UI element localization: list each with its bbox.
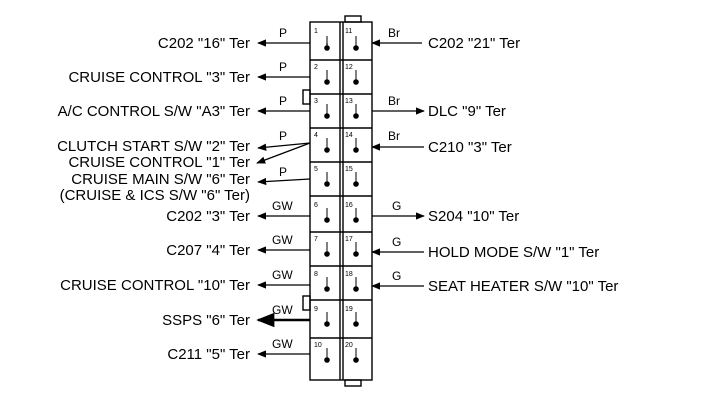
pin-number: 5 (314, 166, 318, 173)
terminal-label: CLUTCH START S/W "2" Ter (57, 138, 250, 155)
terminal-label: SSPS "6" Ter (162, 312, 250, 329)
terminal-label: A/C CONTROL S/W "A3" Ter (58, 103, 250, 120)
right-cavity: 14 (345, 132, 359, 153)
wire-color-code: Br (388, 129, 400, 143)
terminal-label: CRUISE CONTROL "10" Ter (60, 277, 250, 294)
terminal-label: CRUISE CONTROL "3" Ter (68, 69, 250, 86)
pin-number: 3 (314, 98, 318, 105)
terminal-label: C202 "3" Ter (166, 208, 250, 225)
wire-color-code: GW (272, 233, 293, 247)
wire-color-code: Br (388, 26, 400, 40)
right-cavity: 16 (345, 202, 359, 223)
right-cavity: 18 (345, 271, 359, 292)
pin-number: 20 (345, 342, 353, 349)
wire-color-code: P (279, 129, 287, 143)
terminal-label: CRUISE MAIN S/W "6" Ter (71, 171, 250, 188)
wire-color-code: GW (272, 337, 293, 351)
wire-color-code: Br (388, 94, 400, 108)
wire-color-code: GW (272, 268, 293, 282)
terminal-label: C207 "4" Ter (166, 242, 250, 259)
pin-number: 4 (314, 132, 318, 139)
terminal-label: DLC "9" Ter (428, 103, 506, 120)
wire-color-code: P (279, 60, 287, 74)
right-cavity: 12 (345, 64, 359, 85)
pin-number: 7 (314, 236, 318, 243)
pin-number: 1 (314, 28, 318, 35)
left-cavity: 6 (314, 202, 330, 223)
right-cavity: 19 (345, 306, 359, 327)
terminal-label: CRUISE CONTROL "1" Ter (68, 154, 250, 171)
terminal-label: C202 "16" Ter (158, 35, 250, 52)
terminal-label: S204 "10" Ter (428, 208, 519, 225)
pin-number: 15 (345, 166, 353, 173)
terminal-label: SEAT HEATER S/W "10" Ter (428, 278, 618, 295)
terminal-label: HOLD MODE S/W "1" Ter (428, 244, 599, 261)
wire-color-code: G (392, 199, 401, 213)
pin-number: 16 (345, 202, 353, 209)
wire-color-code: P (279, 26, 287, 40)
left-cavity: 5 (314, 166, 330, 187)
right-cavity: 20 (345, 342, 359, 363)
right-cavity: 17 (345, 236, 359, 257)
pin-number: 19 (345, 306, 353, 313)
pin-number: 18 (345, 271, 353, 278)
pin-number: 8 (314, 271, 318, 278)
terminal-label: C210 "3" Ter (428, 139, 512, 156)
wire-color-code: P (279, 94, 287, 108)
pin-number: 12 (345, 64, 353, 71)
left-wires (256, 39, 328, 358)
left-cavity: 2 (314, 64, 330, 85)
right-cavity: 15 (345, 166, 359, 187)
pin-number: 14 (345, 132, 353, 139)
wire-color-code: G (392, 235, 401, 249)
pin-number: 2 (314, 64, 318, 71)
left-cavity: 9 (314, 306, 330, 327)
pin-number: 13 (345, 98, 353, 105)
pin-number: 6 (314, 202, 318, 209)
pin-number: 10 (314, 342, 322, 349)
connector-body (302, 15, 373, 387)
terminal-label: (CRUISE & ICS S/W "6" Ter) (60, 187, 250, 204)
right-cavity: 13 (345, 98, 359, 119)
terminal-label: C202 "21" Ter (428, 35, 520, 52)
pin-number: 11 (345, 28, 352, 35)
pin-number: 9 (314, 306, 318, 313)
left-cavity: 7 (314, 236, 330, 257)
pin-number: 17 (345, 236, 353, 243)
terminal-label: C211 "5" Ter (167, 346, 250, 363)
left-cavity: 3 (314, 98, 330, 119)
right-wires (371, 39, 425, 290)
right-cavity: 11 (345, 28, 359, 51)
wire-color-code: GW (272, 303, 293, 317)
left-cavity: 4 (314, 132, 330, 153)
wire-color-code: G (392, 269, 401, 283)
left-cavity: 10 (314, 342, 330, 363)
wire-color-code: GW (272, 199, 293, 213)
left-cavity: 8 (314, 271, 330, 292)
wire-color-code: P (279, 165, 287, 179)
